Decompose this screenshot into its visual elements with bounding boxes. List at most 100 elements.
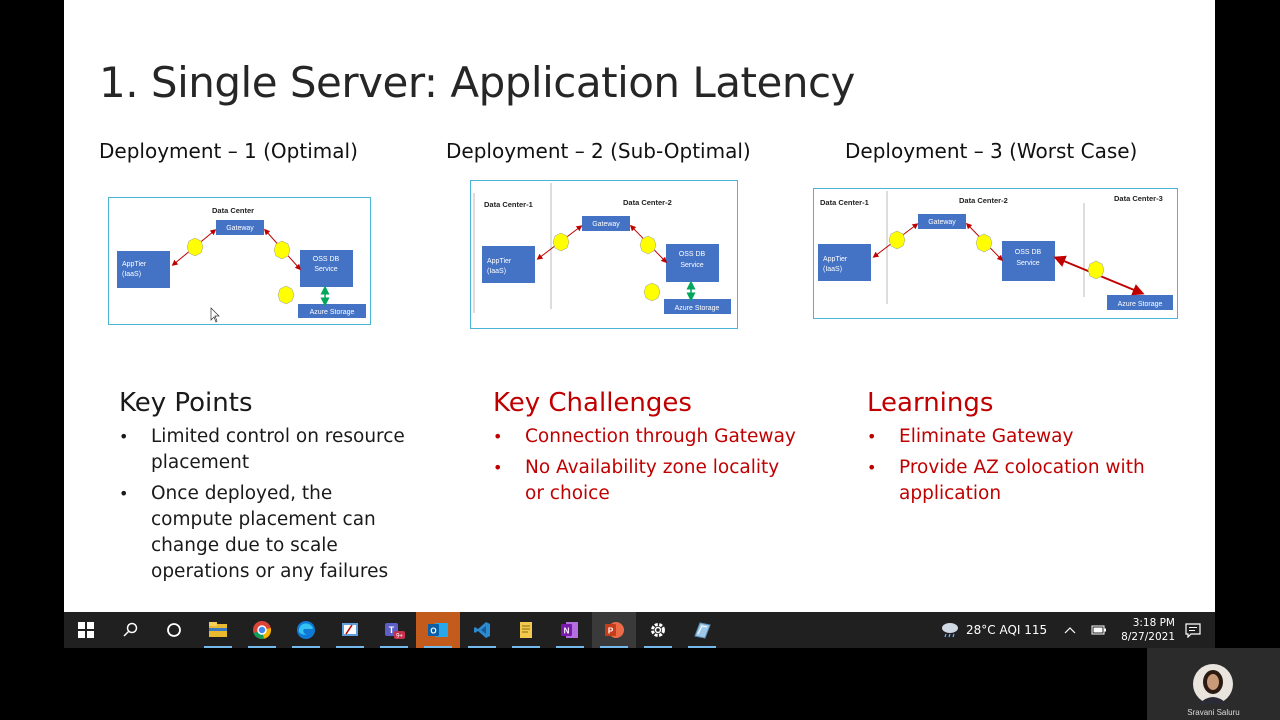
latency-hexagon xyxy=(643,282,661,302)
oss-db-sublabel: Service xyxy=(314,266,337,273)
chrome-button[interactable] xyxy=(240,612,284,648)
powerpoint-button[interactable]: P xyxy=(592,612,636,648)
deployment-1-diagram: Data Center Gateway AppTier (IaaS) OSS D… xyxy=(108,197,371,325)
slide-title: 1. Single Server: Application Latency xyxy=(99,58,855,107)
gateway-label: Gateway xyxy=(592,221,620,228)
key-challenge-item: Connection through Gateway xyxy=(493,424,803,450)
clock-time: 3:18 PM xyxy=(1132,617,1175,629)
search-icon xyxy=(123,622,138,637)
chrome-icon xyxy=(253,621,272,640)
outlook-icon: O xyxy=(428,623,448,637)
latency-hexagon xyxy=(552,232,570,252)
azure-storage-label: Azure Storage xyxy=(1118,301,1163,308)
edge-icon xyxy=(297,621,315,639)
oss-db-sublabel: Service xyxy=(680,262,703,269)
presentation-slide: 1. Single Server: Application Latency De… xyxy=(64,0,1215,612)
settings-icon xyxy=(651,623,665,637)
snipping-tool-icon xyxy=(342,623,358,636)
chevron-up-icon[interactable] xyxy=(1063,625,1077,635)
start-button[interactable] xyxy=(64,612,108,648)
learning-item: Eliminate Gateway xyxy=(867,424,1147,450)
notes-button[interactable] xyxy=(504,612,548,648)
svg-text:N: N xyxy=(564,627,570,636)
azure-storage-box xyxy=(1107,295,1173,310)
weather-rain-icon[interactable] xyxy=(940,621,960,639)
latency-hexagon xyxy=(639,235,657,255)
data-center-3-label: Data Center-3 xyxy=(1114,194,1163,203)
participant-avatar xyxy=(1193,664,1233,704)
data-center-2-label: Data Center-2 xyxy=(623,198,672,207)
azure-storage-box xyxy=(664,299,731,314)
key-point-item: Limited control on resource placement xyxy=(119,424,419,476)
key-challenges-title: Key Challenges xyxy=(493,388,692,418)
latency-hexagon xyxy=(975,233,993,253)
azure-storage-label: Azure Storage xyxy=(675,305,720,312)
apptier-label: AppTier xyxy=(487,258,512,265)
svg-text:P: P xyxy=(608,627,614,636)
apptier-box xyxy=(117,251,170,288)
key-points-section: Key Points Limited control on resource p… xyxy=(119,388,419,590)
apptier-sublabel: (IaaS) xyxy=(122,271,141,278)
svg-text:T: T xyxy=(389,625,395,635)
search-button[interactable] xyxy=(108,612,152,648)
clock-date: 8/27/2021 xyxy=(1121,631,1175,643)
oss-db-box xyxy=(1002,241,1055,281)
settings-button[interactable] xyxy=(636,612,680,648)
clock[interactable]: 3:18 PM 8/27/2021 xyxy=(1121,616,1175,644)
snipping-tool-button[interactable] xyxy=(328,612,372,648)
file-explorer-button[interactable] xyxy=(196,612,240,648)
teams-icon: T9+ xyxy=(385,623,405,640)
powerpoint-icon: P xyxy=(605,622,624,638)
oss-db-label: OSS DB xyxy=(313,256,340,263)
deployment-1-label: Deployment – 1 (Optimal) xyxy=(99,139,358,163)
svg-text:O: O xyxy=(430,627,436,636)
mouse-cursor-icon xyxy=(210,307,220,323)
oss-db-label: OSS DB xyxy=(679,251,706,258)
latency-hexagon xyxy=(186,237,204,257)
gateway-box xyxy=(582,216,630,231)
oss-db-label: OSS DB xyxy=(1015,249,1042,256)
deployment-3-label: Deployment – 3 (Worst Case) xyxy=(845,139,1138,163)
remote-desktop-button[interactable] xyxy=(680,612,724,648)
latency-hexagon xyxy=(1087,260,1105,280)
notes-icon xyxy=(520,622,532,638)
onenote-button[interactable]: N xyxy=(548,612,592,648)
file-explorer-icon xyxy=(209,622,227,637)
deployment-3-diagram: Data Center-1 Data Center-2 Data Center-… xyxy=(813,188,1178,319)
apptier-box xyxy=(482,246,535,283)
edge-button[interactable] xyxy=(284,612,328,648)
key-challenge-item: No Availability zone locality or choice xyxy=(493,455,803,507)
gateway-box xyxy=(216,220,264,235)
oss-db-box xyxy=(300,250,353,287)
latency-hexagon xyxy=(277,285,295,305)
oss-db-box xyxy=(666,244,719,282)
apptier-box xyxy=(818,244,871,281)
latency-hexagon xyxy=(888,230,906,250)
gateway-label: Gateway xyxy=(928,219,956,226)
weather-text[interactable]: 28°C AQI 115 xyxy=(965,623,1048,637)
apptier-sublabel: (IaaS) xyxy=(487,268,506,275)
apptier-sublabel: (IaaS) xyxy=(823,266,842,273)
learning-item: Provide AZ colocation with application xyxy=(867,455,1147,507)
data-center-label: Data Center xyxy=(212,206,254,215)
battery-icon[interactable] xyxy=(1091,625,1107,635)
azure-storage-label: Azure Storage xyxy=(310,309,355,316)
vscode-button[interactable] xyxy=(460,612,504,648)
video-participant-tile[interactable]: Sravani Saluru xyxy=(1147,648,1280,720)
deployment-2-diagram: Data Center-1 Data Center-2 Gateway AppT… xyxy=(470,180,738,329)
apptier-label: AppTier xyxy=(122,261,147,268)
cortana-button[interactable] xyxy=(152,612,196,648)
visual-studio-code-icon xyxy=(474,622,490,638)
outlook-button[interactable]: O xyxy=(416,612,460,648)
participant-name: Sravani Saluru xyxy=(1187,708,1240,717)
teams-badge: 9+ xyxy=(396,634,403,640)
key-points-title: Key Points xyxy=(119,388,253,418)
learnings-section: Learnings Eliminate Gateway Provide AZ c… xyxy=(867,388,1147,512)
notifications-icon[interactable] xyxy=(1185,622,1201,638)
deployment-2-label: Deployment – 2 (Sub-Optimal) xyxy=(446,139,751,163)
data-center-1-label: Data Center-1 xyxy=(820,198,869,207)
data-center-1-label: Data Center-1 xyxy=(484,200,533,209)
latency-hexagon xyxy=(273,240,291,260)
